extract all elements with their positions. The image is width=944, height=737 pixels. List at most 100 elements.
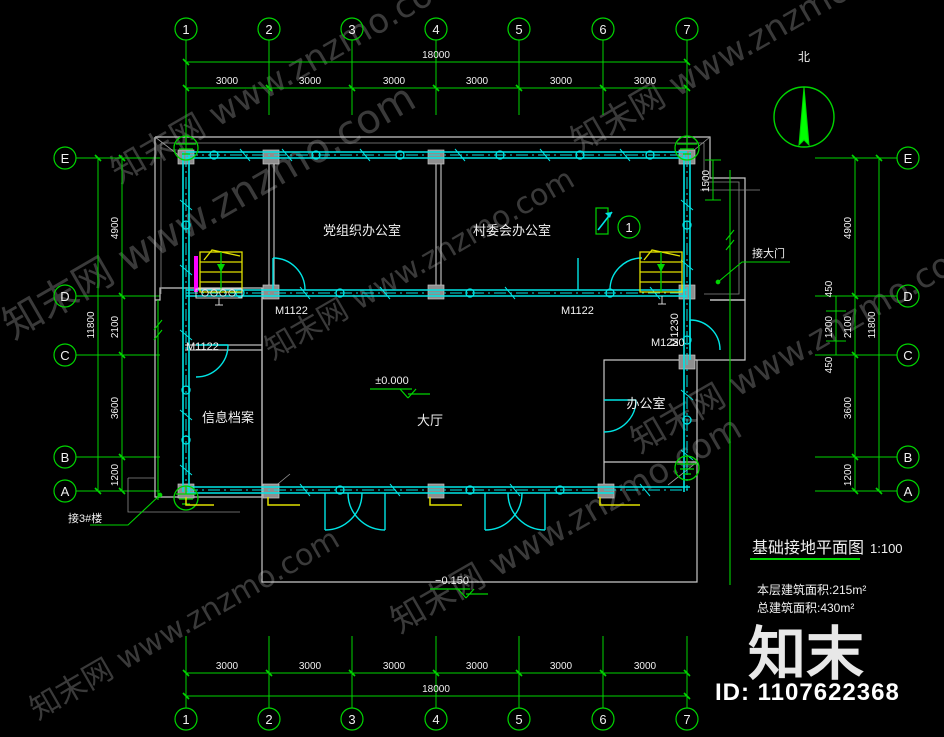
svg-text:3000: 3000 [216,76,239,87]
callout-bubble-1: 1 [617,215,641,239]
service-line [153,170,735,585]
top-axis-labels: 1 2 3 4 5 6 7 [182,22,690,37]
annotation-building3: 接3#楼 [68,511,102,525]
leader-main-gate [715,261,790,285]
stair-symbol-right [639,249,683,293]
north-label: 北 [798,50,810,64]
bottom-grid-axes [174,636,699,731]
grounding-symbol [674,135,700,161]
drawing-scale: 1:100 [870,541,903,556]
svg-text:3600: 3600 [110,396,121,419]
svg-text:A: A [61,484,70,499]
svg-text:18000: 18000 [422,50,450,61]
building-walls [127,136,760,583]
svg-text:3000: 3000 [466,661,489,672]
area-total: 总建筑面积:430m² [757,600,854,615]
dim-1500 [705,159,721,201]
svg-text:2: 2 [265,22,272,37]
grounding-symbol [173,135,199,161]
svg-text:1: 1 [625,220,632,235]
svg-text:3000: 3000 [216,661,239,672]
svg-text:3000: 3000 [550,76,573,87]
left-axis-labels: E D C B A [60,151,69,499]
room-label: 办公室 [626,396,665,411]
svg-text:1: 1 [182,22,189,37]
svg-text:C: C [903,348,912,363]
svg-text:1200: 1200 [843,463,854,486]
svg-text:3000: 3000 [550,661,573,672]
bottom-dimension-labels: 3000 3000 3000 3000 3000 3000 18000 [216,661,657,695]
right-axis-bubbles [896,146,920,503]
area-floor: 本层建筑面积:215m² [757,582,866,597]
right-dimension-labels: 11800 4900 2100 3600 1200 450 1200 450 [824,216,878,486]
svg-text:1200: 1200 [824,315,835,338]
svg-text:4900: 4900 [110,216,121,239]
svg-text:4: 4 [432,22,439,37]
svg-text:E: E [904,151,913,166]
door-tag: M1122 [561,305,594,317]
left-grid-axes [53,146,160,503]
svg-text:3000: 3000 [634,76,657,87]
elevation-value: −0.150 [435,575,469,587]
door-swings [195,257,721,531]
bottom-axis-labels: 1 2 3 4 5 6 7 [182,712,690,727]
rebar-ticks [179,148,694,497]
svg-text:3000: 3000 [383,76,406,87]
svg-text:2: 2 [265,712,272,727]
stair-accent [194,256,198,292]
room-labels: 党组织办公室 村委会办公室 信息档案 大厅 办公室 [202,223,666,428]
svg-text:B: B [61,450,70,465]
left-axis-bubbles [53,146,77,503]
terminal-mark-right [658,296,666,305]
svg-text:E: E [61,151,70,166]
bottom-axis-bubbles [174,707,699,731]
drawing-title: 基础接地平面图 [752,539,864,557]
svg-text:4: 4 [432,712,439,727]
interior-partitions [185,160,442,351]
distribution-panel [595,207,613,235]
terminal-strip [195,288,243,306]
image-id-label: ID: 1107622368 [715,679,900,706]
svg-text:5: 5 [515,712,522,727]
room-label: 村委会办公室 [473,223,551,238]
svg-text:3000: 3000 [634,661,657,672]
room-label: 党组织办公室 [323,223,401,238]
grounding-symbol [674,455,700,481]
svg-text:3: 3 [348,712,355,727]
door-tags: M1122 M1122 M1122 M1230 M1230 [186,305,685,353]
svg-text:3600: 3600 [843,396,854,419]
north-arrow [773,86,835,148]
svg-text:2100: 2100 [843,315,854,338]
svg-text:11800: 11800 [867,311,878,339]
dim-1500-label: 1500 [701,169,712,192]
door-tag: M1230 [651,337,685,349]
svg-text:5: 5 [515,22,522,37]
door-tag: M1122 [186,341,219,353]
door-sill [185,497,640,506]
svg-text:4900: 4900 [843,216,854,239]
svg-text:3000: 3000 [299,76,322,87]
svg-text:450: 450 [824,356,835,373]
svg-text:1: 1 [182,712,189,727]
svg-text:1200: 1200 [110,463,121,486]
left-dimension-labels: 11800 4900 2100 3600 1200 [86,216,121,486]
svg-text:3: 3 [348,22,355,37]
room-label: 大厅 [417,413,443,428]
svg-text:6: 6 [599,712,606,727]
svg-text:7: 7 [683,22,690,37]
svg-text:3000: 3000 [299,661,322,672]
grounding-conductor-loop [182,151,691,494]
svg-text:D: D [903,289,912,304]
svg-text:6: 6 [599,22,606,37]
room-label: 信息档案 [202,410,254,425]
svg-text:7: 7 [683,712,690,727]
svg-text:3000: 3000 [466,76,489,87]
svg-text:11800: 11800 [86,311,97,339]
right-axis-labels: E D C B A [903,151,912,499]
svg-text:2100: 2100 [110,315,121,338]
door-tag: M1122 [275,305,308,317]
annotation-main-gate: 接大门 [752,246,785,260]
svg-text:3000: 3000 [383,661,406,672]
